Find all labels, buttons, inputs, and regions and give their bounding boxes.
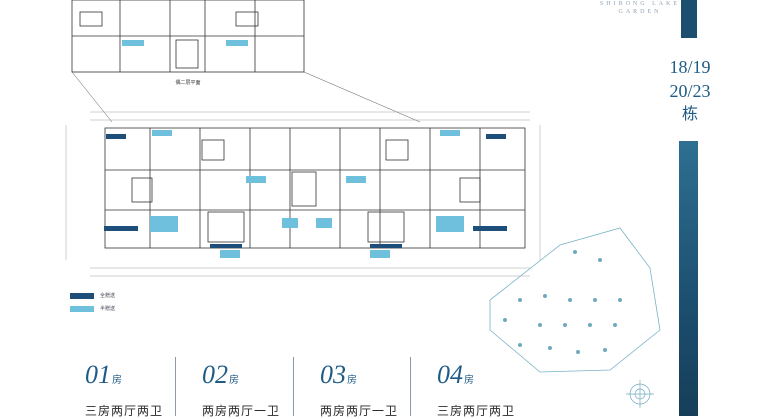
legend-label-full: 全赠送 bbox=[100, 293, 116, 299]
upper-floor-plan bbox=[71, 0, 305, 73]
brand-line-1: SHIBONG LAKE bbox=[599, 1, 681, 7]
brand-line-2: GARDEN bbox=[618, 9, 662, 15]
unit-03: 03房 两房两厅一卫 bbox=[320, 360, 435, 419]
building-numbers: 18/19 20/23 栋 bbox=[655, 55, 725, 127]
brand-mark: SHIBONG LAKE GARDEN bbox=[580, 0, 700, 16]
unit-number-value: 04 bbox=[437, 360, 463, 389]
unit-layout: 两房两厅一卫 bbox=[202, 404, 281, 418]
building-line-2: 20/23 bbox=[669, 81, 711, 101]
unit-number: 02房 bbox=[202, 360, 317, 396]
legend-swatch-half bbox=[70, 305, 94, 312]
unit-number: 01房 bbox=[85, 360, 200, 396]
decorative-bar-top bbox=[681, 0, 697, 38]
unit-number-suffix: 房 bbox=[347, 375, 357, 386]
unit-number: 04房 bbox=[437, 360, 552, 396]
divider bbox=[410, 357, 411, 416]
site-map bbox=[489, 227, 661, 373]
divider bbox=[175, 357, 176, 416]
unit-number-value: 02 bbox=[202, 360, 228, 389]
legend-item-half: 半赠送 bbox=[70, 302, 115, 315]
unit-number: 03房 bbox=[320, 360, 435, 396]
unit-02: 02房 两房两厅一卫 bbox=[202, 360, 317, 419]
legend-swatch-full bbox=[70, 292, 94, 299]
unit-number-value: 01 bbox=[85, 360, 111, 389]
unit-number-value: 03 bbox=[320, 360, 346, 389]
unit-01: 01房 三房两厅两卫 bbox=[85, 360, 200, 419]
legend: 全赠送 半赠送 bbox=[70, 289, 115, 315]
unit-layout: 两房两厅一卫 bbox=[320, 404, 399, 418]
legend-item-full: 全赠送 bbox=[70, 289, 115, 302]
unit-layout: 三房两厅两卫 bbox=[85, 404, 164, 418]
unit-number-suffix: 房 bbox=[229, 375, 239, 386]
divider bbox=[293, 357, 294, 416]
unit-04: 04房 三房两厅两卫 bbox=[437, 360, 552, 419]
unit-number-suffix: 房 bbox=[464, 375, 474, 386]
compass-icon bbox=[626, 380, 654, 408]
building-line-3: 栋 bbox=[681, 106, 698, 123]
unit-layout: 三房两厅两卫 bbox=[437, 404, 516, 418]
legend-label-half: 半赠送 bbox=[100, 306, 116, 312]
upper-plan-caption: 偶二层平面 bbox=[175, 79, 200, 86]
building-line-1: 18/19 bbox=[669, 57, 711, 77]
unit-number-suffix: 房 bbox=[112, 375, 122, 386]
decorative-bar-bottom bbox=[679, 141, 698, 416]
